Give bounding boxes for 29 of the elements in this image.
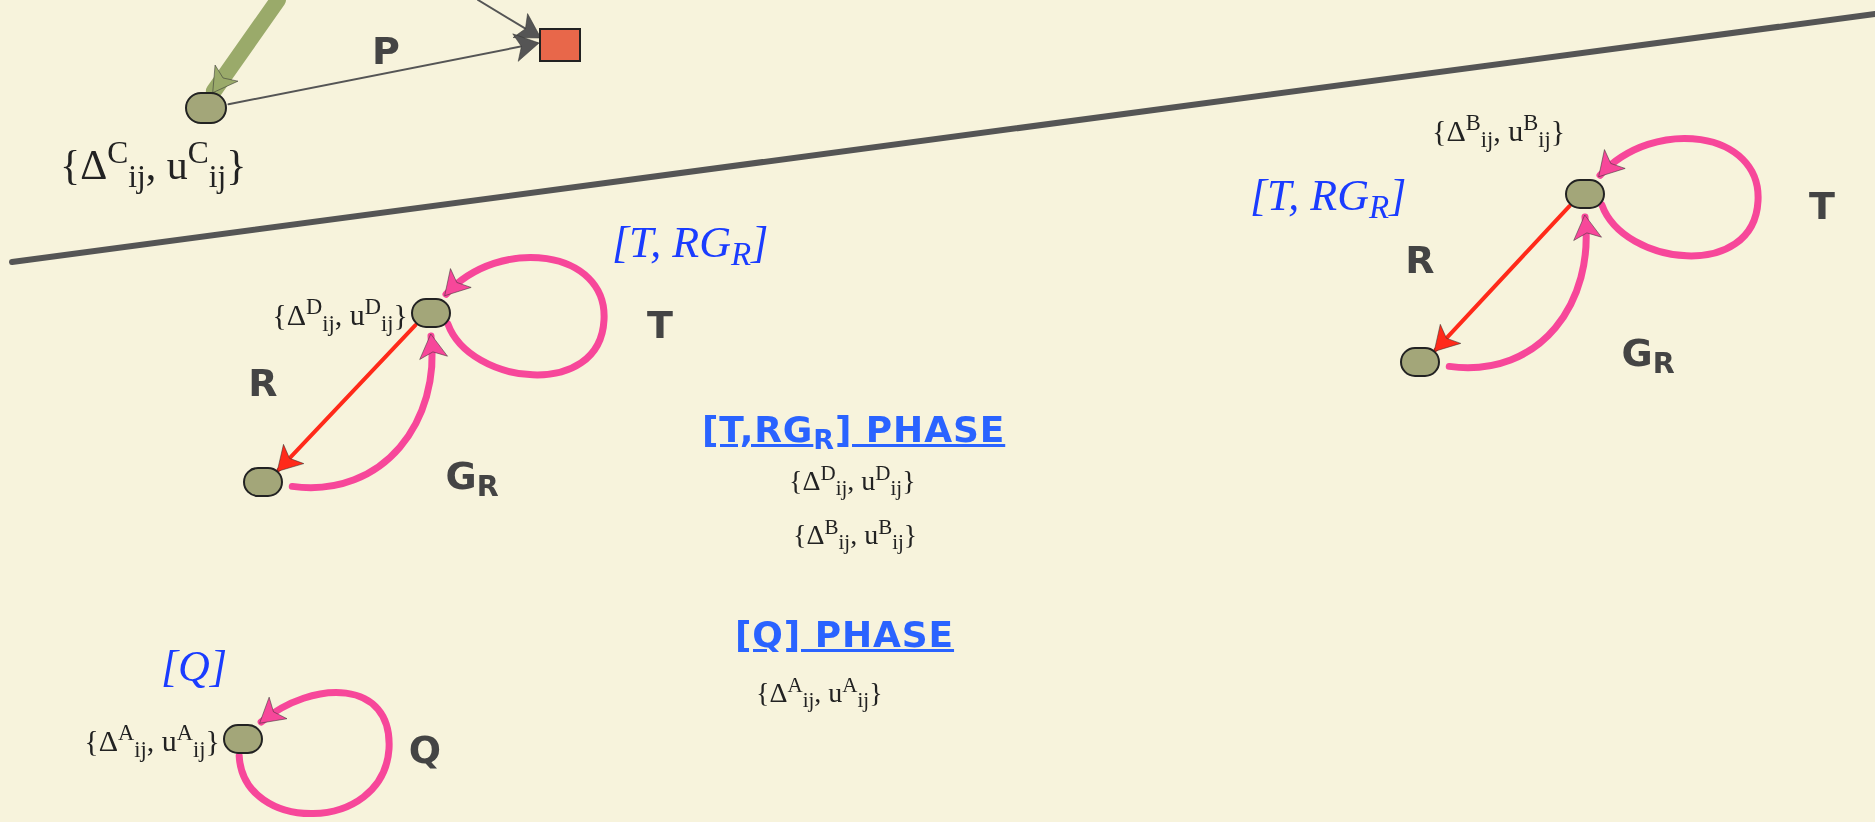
math-label: {Δ$^{D}$$_{ij}$, u$^{D}$$_{ij}$}	[272, 292, 408, 337]
square-marker	[539, 28, 581, 62]
edge-label: R	[1405, 241, 1435, 279]
arrow	[442, 253, 608, 379]
math-label: {Δ$^{B}$$_{ij}$, u$^{B}$$_{ij}$}	[793, 514, 918, 556]
arrow	[288, 332, 447, 492]
edge-label: R	[248, 364, 278, 402]
phase-heading: [T,RG$_{R}$] PHASE	[702, 408, 1006, 457]
arrow	[1445, 213, 1601, 372]
arrow	[1433, 204, 1572, 352]
math-label: {Δ$^{A}$$_{ij}$, u$^{A}$$_{ij}$}	[84, 718, 220, 763]
phase-tag: [T, RG$_{R}$]	[612, 210, 769, 276]
edge-label: T	[647, 306, 673, 344]
arrow	[227, 33, 540, 106]
math-label: {Δ$^{B}$$_{ij}$, u$^{B}$$_{ij}$}	[1432, 108, 1566, 153]
edge-label: Q	[408, 731, 442, 769]
math-label: {Δ$^{D}$$_{ij}$, u$^{D}$$_{ij}$}	[789, 460, 916, 502]
arrow	[276, 323, 418, 472]
phase-heading: [Q] PHASE	[735, 613, 955, 657]
phase-tag: [T, RG$_{R}$]	[1250, 163, 1407, 229]
math-label: {Δ$^{C}$$_{ij}$, u$^{C}$$_{ij}$}	[60, 134, 247, 196]
edge-label: T	[1809, 187, 1835, 225]
arrow	[1596, 134, 1762, 260]
edge-label: P	[372, 32, 400, 70]
phase-tag: [Q]	[161, 634, 228, 700]
edge-label: G$_{R}$	[445, 457, 499, 495]
math-label: {Δ$^{A}$$_{ij}$, u$^{A}$$_{ij}$}	[756, 672, 883, 714]
edge-label: G$_{R}$	[1621, 334, 1675, 372]
arrow	[235, 689, 393, 818]
